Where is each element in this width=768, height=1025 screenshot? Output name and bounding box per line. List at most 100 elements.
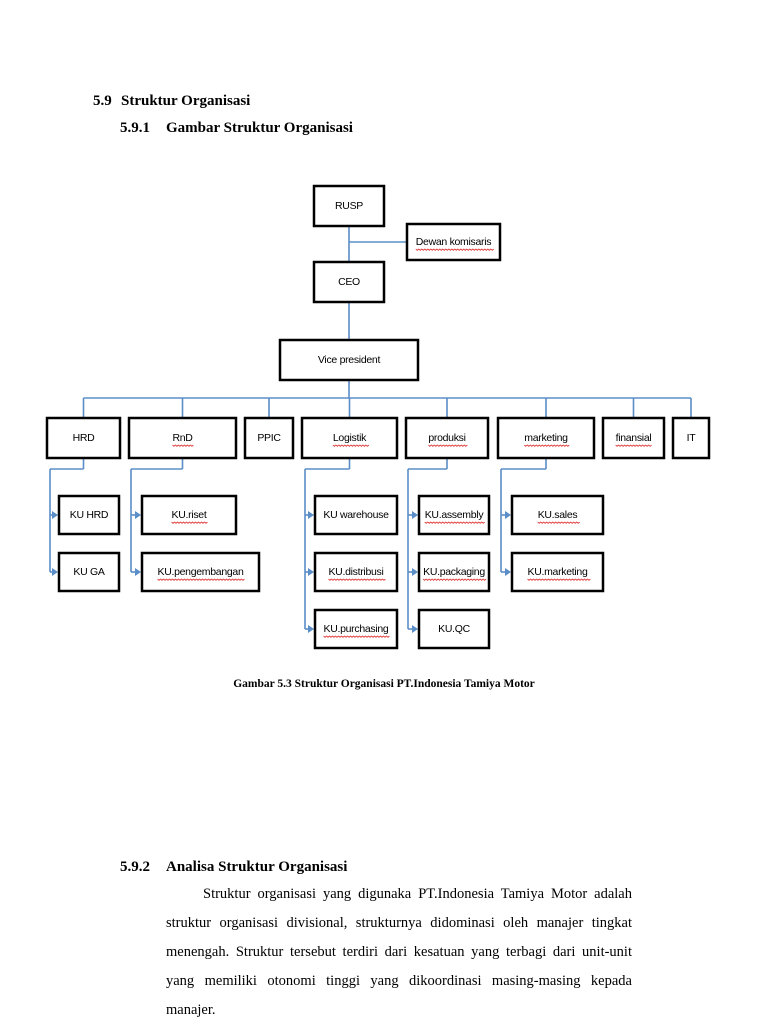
arrow-ku_distribusi xyxy=(308,568,314,576)
org-node-ku-purchasing: KU.purchasing xyxy=(313,608,399,650)
spellcheck-underline xyxy=(422,578,487,581)
org-node-dewan: Dewan komisaris xyxy=(405,222,502,262)
org-node-box xyxy=(45,416,122,460)
analysis-paragraph: Struktur organisasi yang digunaka PT.Ind… xyxy=(166,886,632,1018)
arrow-ku_purchasing xyxy=(308,625,314,633)
section-heading-5-9-1: 5.9.1 Gambar Struktur Organisasi xyxy=(120,120,353,137)
org-node-ku-qc: KU.QC xyxy=(417,608,491,650)
org-node-label: Logistik xyxy=(333,432,367,444)
spellcheck-underline xyxy=(524,444,570,447)
spellcheck-underline xyxy=(157,578,245,581)
org-node-box xyxy=(57,494,121,536)
spellcheck-underline xyxy=(171,521,208,524)
org-node-label: RnD xyxy=(172,432,193,444)
org-node-label: KU.distribusi xyxy=(328,566,383,578)
spellcheck-underline xyxy=(424,521,485,524)
org-node-label: KU.packaging xyxy=(423,566,485,578)
org-node-ku-hrd: KU HRD xyxy=(57,494,121,536)
org-node-label: finansial xyxy=(616,432,652,444)
org-node-box xyxy=(417,608,491,650)
org-node-box xyxy=(57,551,121,593)
spellcheck-underline xyxy=(332,444,370,447)
org-node-label: KU.assembly xyxy=(425,509,485,521)
org-node-box xyxy=(140,551,261,593)
arrow-ku_sales xyxy=(505,511,511,519)
section-number: 5.9.2 xyxy=(120,859,150,875)
org-node-ku-assembly: KU.assembly xyxy=(417,494,491,536)
org-node-ku-marketing: KU.marketing xyxy=(510,551,605,593)
org-node-label: Vice president xyxy=(318,354,381,366)
org-node-label: IT xyxy=(687,432,697,444)
org-node-box xyxy=(404,416,490,460)
org-node-produksi: produksi xyxy=(404,416,490,460)
org-node-label: PPIC xyxy=(257,432,281,444)
org-node-label: KU.pengembangan xyxy=(158,566,244,578)
org-node-label: KU.marketing xyxy=(527,566,587,578)
spellcheck-underline xyxy=(537,521,580,524)
org-node-label: Dewan komisaris xyxy=(416,236,491,248)
org-node-box xyxy=(405,222,502,262)
arrow-ku_marketing xyxy=(505,568,511,576)
org-node-box xyxy=(300,416,399,460)
spellcheck-underline xyxy=(527,578,591,581)
org-node-label: HRD xyxy=(73,432,96,444)
org-node-label: produksi xyxy=(428,432,465,444)
org-node-box xyxy=(312,260,386,304)
org-node-box xyxy=(417,551,491,593)
section-title: Analisa Struktur Organisasi xyxy=(166,859,348,875)
spellcheck-underline xyxy=(615,444,652,447)
org-node-box xyxy=(278,338,420,382)
org-node-box xyxy=(496,416,596,460)
org-node-box xyxy=(313,608,399,650)
arrow-ku_hrd xyxy=(52,511,58,519)
section-heading-5-9-2: 5.9.2 Analisa Struktur Organisasi xyxy=(120,859,347,876)
spellcheck-underline xyxy=(328,578,386,581)
section-title: Struktur Organisasi xyxy=(121,93,251,109)
org-node-marketing: marketing xyxy=(496,416,596,460)
org-node-ku-pengembangan: KU.pengembangan xyxy=(140,551,261,593)
spellcheck-underline xyxy=(415,248,495,251)
org-node-vp: Vice president xyxy=(278,338,420,382)
org-node-ku-sales: KU.sales xyxy=(510,494,605,536)
arrow-ku_riset xyxy=(135,511,141,519)
org-node-box xyxy=(127,416,238,460)
org-node-label: KU HRD xyxy=(70,509,109,521)
org-node-label: KU.sales xyxy=(538,509,578,521)
org-node-finansial: finansial xyxy=(601,416,666,460)
org-node-rnd: RnD xyxy=(127,416,238,460)
org-node-label: KU.riset xyxy=(172,509,207,521)
org-node-label: marketing xyxy=(524,432,568,444)
arrow-ku_ga xyxy=(52,568,58,576)
org-node-ppic: PPIC xyxy=(243,416,295,460)
org-node-label: KU GA xyxy=(73,566,104,578)
org-node-box xyxy=(312,184,386,228)
org-node-ceo: CEO xyxy=(312,260,386,304)
org-node-ku-warehouse: KU warehouse xyxy=(313,494,399,536)
org-node-ku-packaging: KU.packaging xyxy=(417,551,491,593)
section-number: 5.9 xyxy=(93,93,112,109)
org-node-box xyxy=(601,416,666,460)
org-node-rusp: RUSP xyxy=(312,184,386,228)
org-node-box xyxy=(313,494,399,536)
spellcheck-underline xyxy=(172,444,194,447)
org-node-it: IT xyxy=(671,416,711,460)
org-node-box xyxy=(313,551,399,593)
org-node-box xyxy=(671,416,711,460)
org-node-label: KU.QC xyxy=(438,623,470,635)
org-node-label: KU warehouse xyxy=(323,509,389,521)
org-node-ku-distribusi: KU.distribusi xyxy=(313,551,399,593)
org-node-box xyxy=(510,494,605,536)
org-node-hrd: HRD xyxy=(45,416,122,460)
spellcheck-underline xyxy=(323,635,390,638)
arrow-ku_assembly xyxy=(412,511,418,519)
org-node-label: RUSP xyxy=(335,200,363,212)
section-heading-5-9: 5.9 Struktur Organisasi xyxy=(93,93,250,110)
section-title: Gambar Struktur Organisasi xyxy=(166,120,353,136)
section-number: 5.9.1 xyxy=(120,120,150,136)
org-node-ku-riset: KU.riset xyxy=(140,494,238,536)
org-node-logistik: Logistik xyxy=(300,416,399,460)
org-node-ku-ga: KU GA xyxy=(57,551,121,593)
arrow-ku_pengembangan xyxy=(135,568,141,576)
spellcheck-underline xyxy=(428,444,468,447)
